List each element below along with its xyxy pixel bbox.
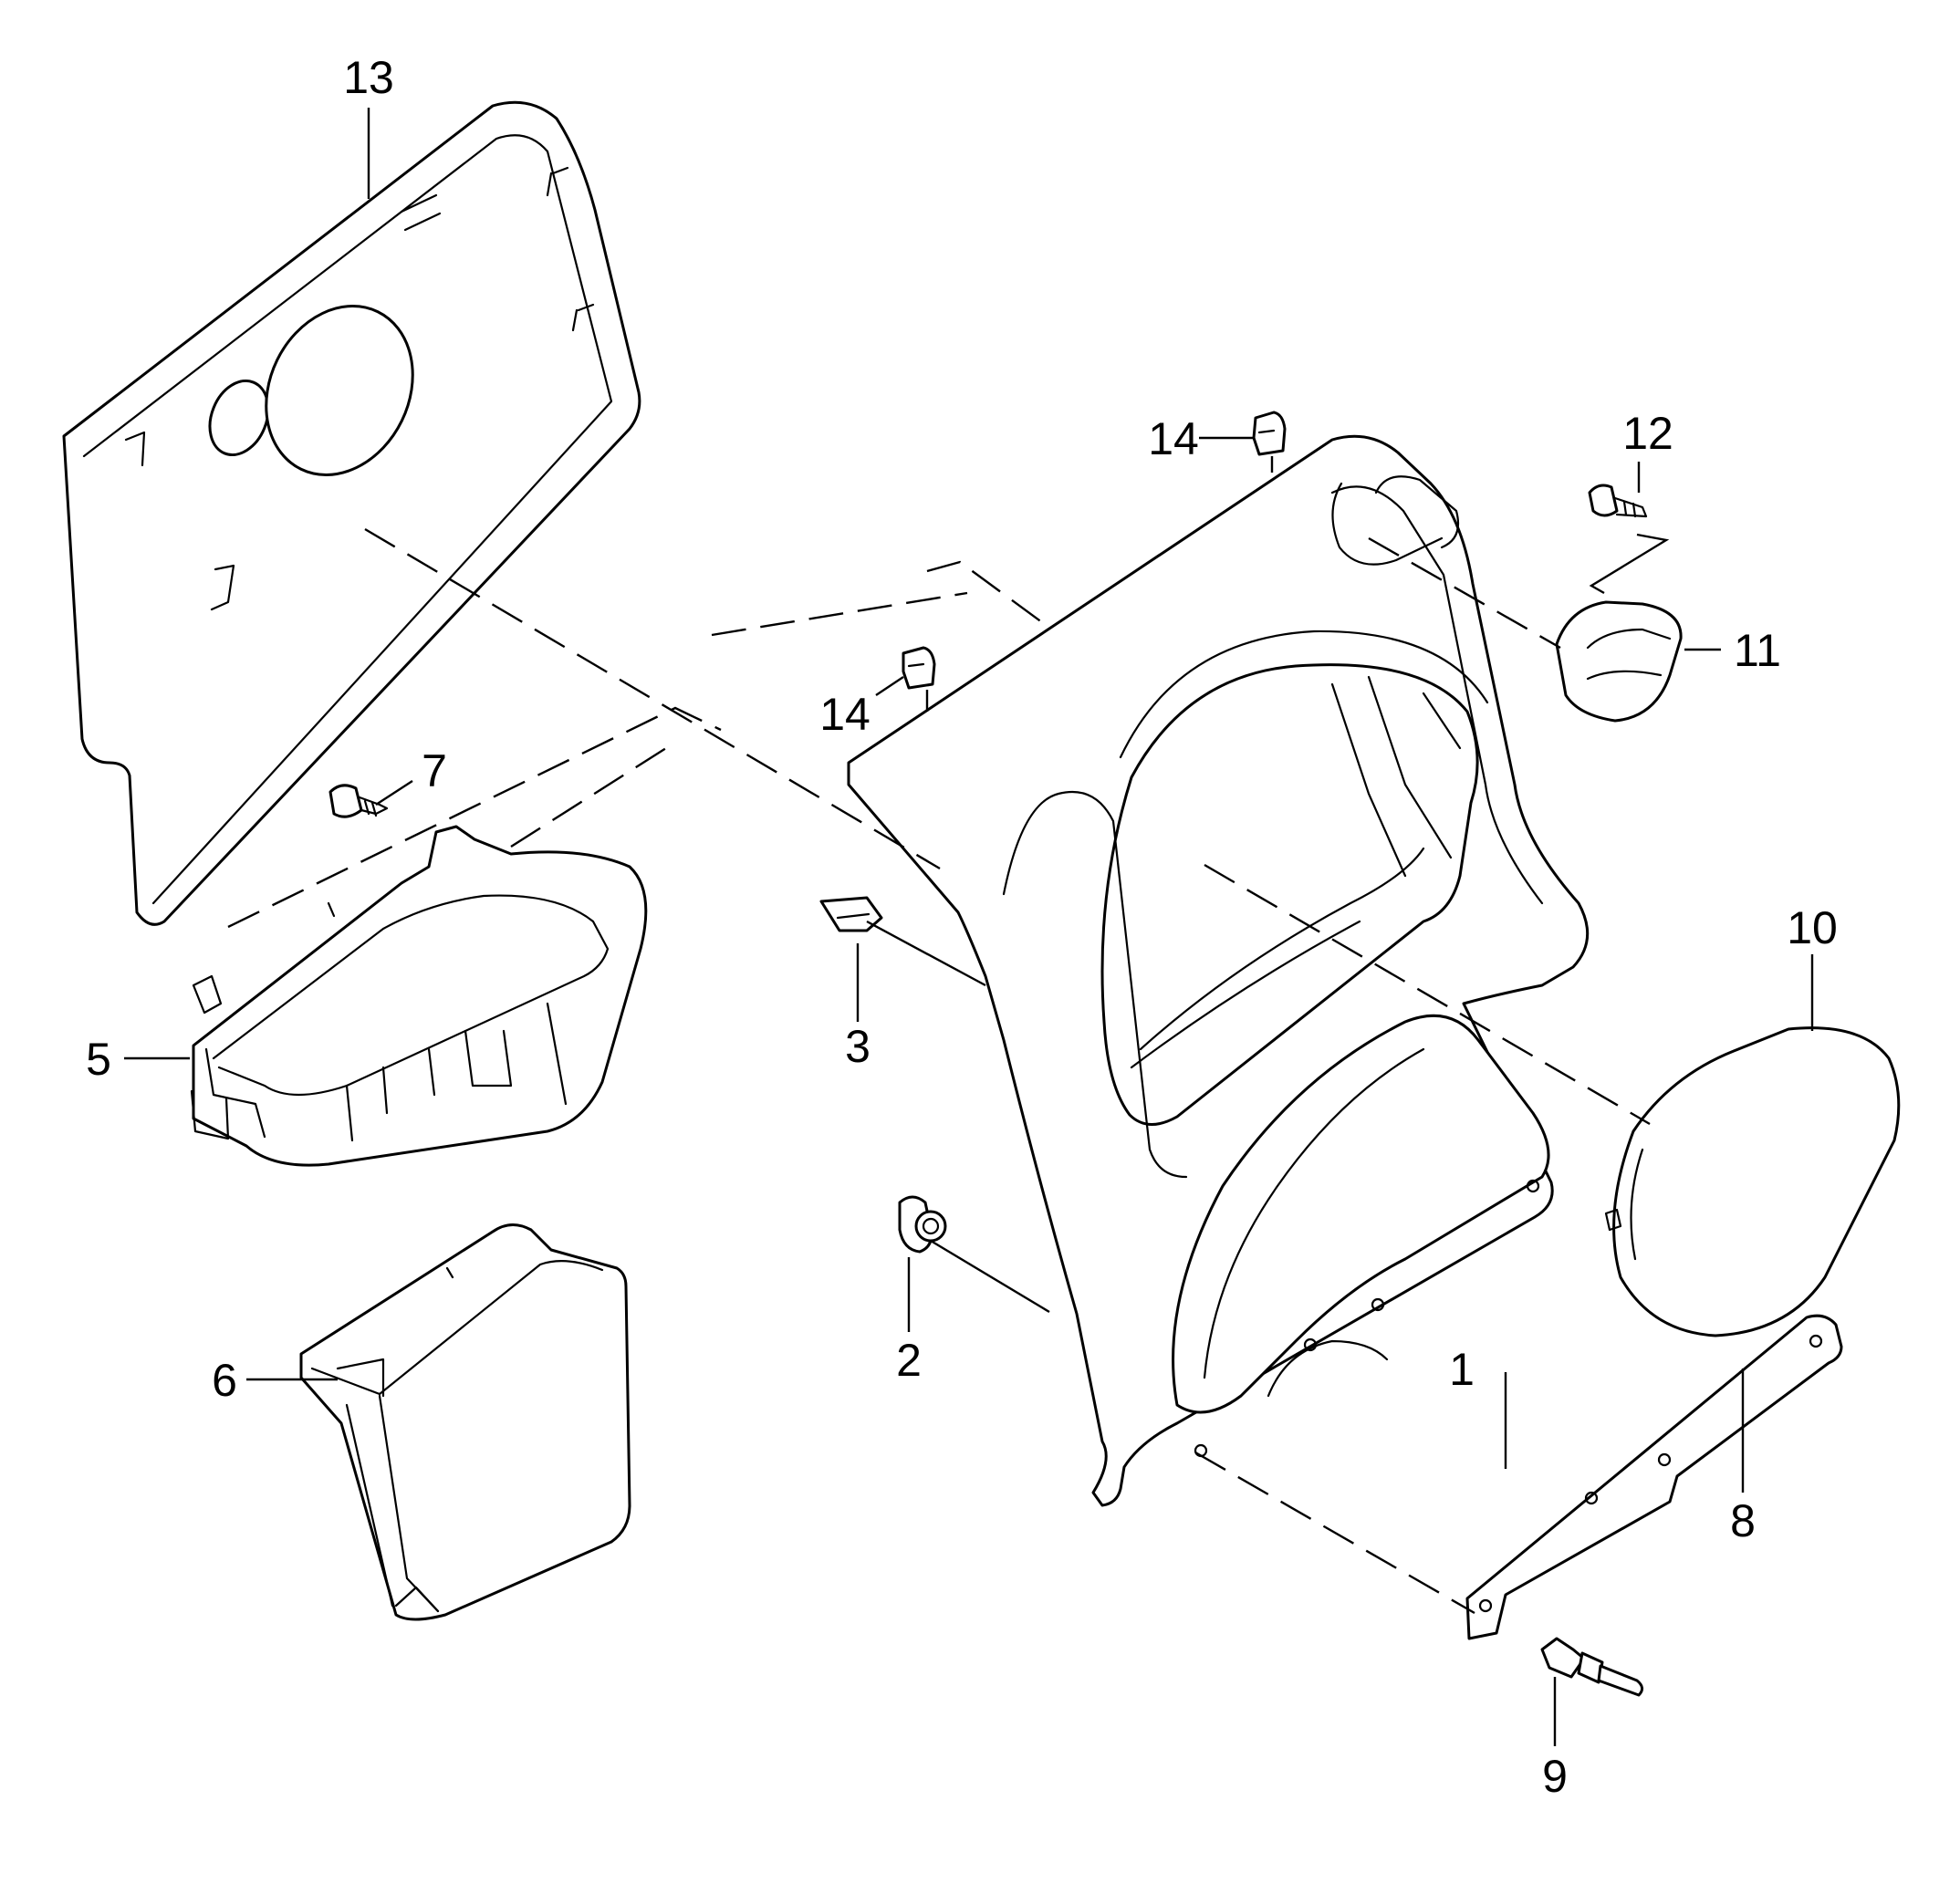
part-13-large-hole [265,305,414,476]
part-11-cap [1555,600,1683,723]
part-7-screw [328,784,389,818]
part-10-cover [1604,1026,1901,1337]
part-8-strip [1465,1314,1843,1640]
callout-14-upper: 14 [1148,413,1199,464]
part-1-window-opening [1100,663,1479,1126]
leader-lines [124,108,1814,1746]
callout-13: 13 [343,52,394,103]
callout-10: 10 [1787,902,1838,953]
callout-3: 3 [845,1021,871,1072]
callout-11: 11 [1734,625,1781,676]
part-12-screw [1588,484,1648,518]
part-2-push-rivet [898,1195,947,1254]
callout-7: 7 [422,745,447,796]
part-14-clip-upper [1252,411,1287,456]
callout-6: 6 [212,1355,237,1406]
part-13-small-hole [208,379,270,457]
callout-9: 9 [1542,1751,1568,1802]
part-6-storage-bin [299,1223,631,1621]
callout-labels: 13 1 2 3 5 6 7 8 9 10 11 12 14 14 [86,52,1838,1802]
assembly-dashed-lines [227,527,1651,1615]
part-9-push-pin [1540,1637,1643,1697]
part-1-side-trim [847,434,1590,1507]
part-5-storage-box [190,825,648,1167]
callout-8: 8 [1730,1495,1756,1546]
part-14-clip-lower [902,646,936,690]
callout-5: 5 [86,1034,111,1085]
callout-1: 1 [1449,1344,1475,1395]
part-13-trim-panel [62,100,641,926]
callout-2: 2 [896,1335,922,1386]
callout-12: 12 [1622,408,1673,459]
callout-14-lower: 14 [819,689,871,740]
part-1-lower-pocket [1172,1014,1550,1414]
